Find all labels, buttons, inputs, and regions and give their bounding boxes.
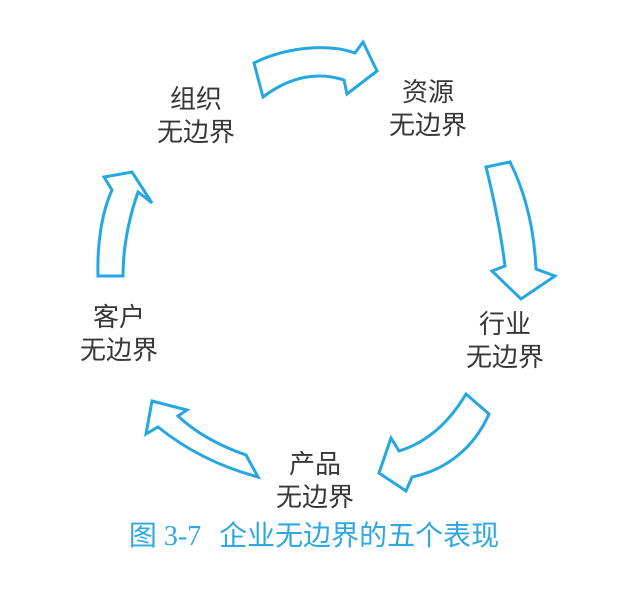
node-resource-line2: 无边界 <box>388 111 468 140</box>
node-organization-line2: 无边界 <box>156 118 236 147</box>
node-customer-line1: 客户 <box>92 303 146 332</box>
arrow-customer-to-organization-icon <box>96 170 154 278</box>
node-product-line2: 无边界 <box>275 483 355 512</box>
figure-title: 企业无边界的五个表现 <box>219 521 500 552</box>
figure-caption: 图 3-7 企业无边界的五个表现 <box>129 520 499 554</box>
node-organization: 组织 无边界 <box>157 83 235 149</box>
node-industry: 行业 无边界 <box>466 308 544 374</box>
node-product-line1: 产品 <box>288 450 342 479</box>
node-product: 产品 无边界 <box>276 448 354 514</box>
node-industry-line1: 行业 <box>478 310 532 339</box>
figure-number: 图 3-7 <box>128 521 202 552</box>
node-customer: 客户 无边界 <box>80 301 158 367</box>
arrow-product-to-customer-icon <box>143 399 261 480</box>
arrow-resource-to-industry-icon <box>484 160 559 301</box>
node-industry-line2: 无边界 <box>465 343 545 372</box>
node-organization-line1: 组织 <box>169 85 223 114</box>
node-customer-line2: 无边界 <box>79 336 159 365</box>
node-resource: 资源 无边界 <box>389 76 467 142</box>
arrow-organization-to-resource-icon <box>252 39 379 100</box>
node-resource-line1: 资源 <box>401 78 455 107</box>
arrow-industry-to-product-icon <box>377 391 491 494</box>
